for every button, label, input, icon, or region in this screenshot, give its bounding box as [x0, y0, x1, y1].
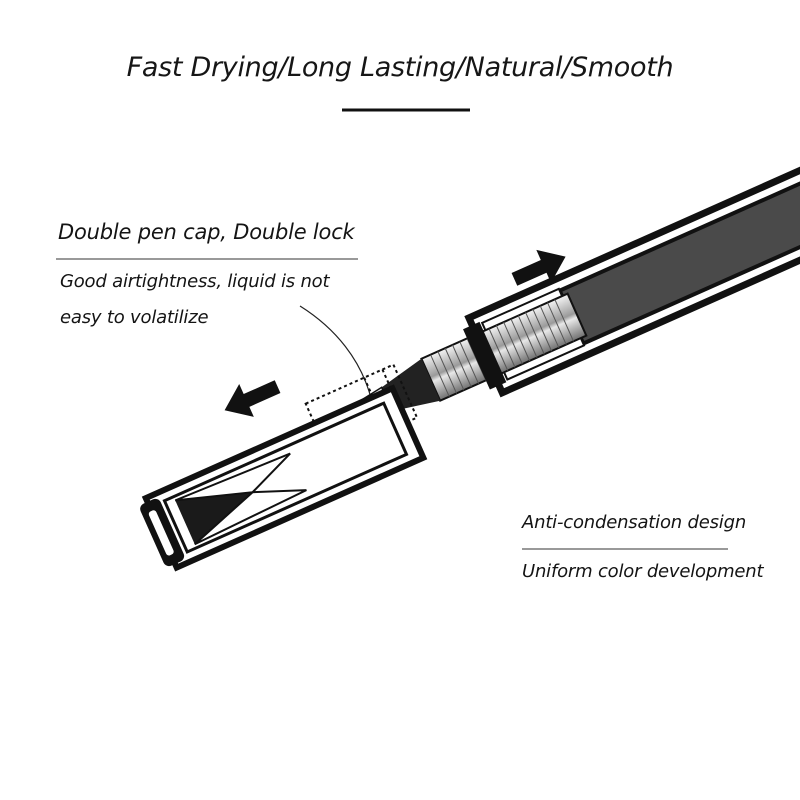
- feature-callout-line1: Anti-condensation design: [522, 512, 747, 533]
- cap-callout-heading: Double pen cap, Double lock: [58, 220, 355, 244]
- collar-ring: [463, 321, 507, 390]
- page-title: Fast Drying/Long Lasting/Natural/Smooth: [126, 52, 674, 83]
- arrow-right-icon: [511, 249, 566, 286]
- cap-interior: [175, 492, 253, 545]
- cap-callout-line1: Good airtightness, liquid is not: [60, 271, 330, 292]
- arrow-left-icon: [224, 380, 281, 417]
- cap-callout-line2: easy to volatilize: [60, 307, 209, 328]
- callout-leader-line: [299, 305, 373, 403]
- feature-callout-line2: Uniform color development: [522, 561, 764, 582]
- cap-outline: [141, 384, 428, 572]
- pen-cap: [140, 384, 428, 572]
